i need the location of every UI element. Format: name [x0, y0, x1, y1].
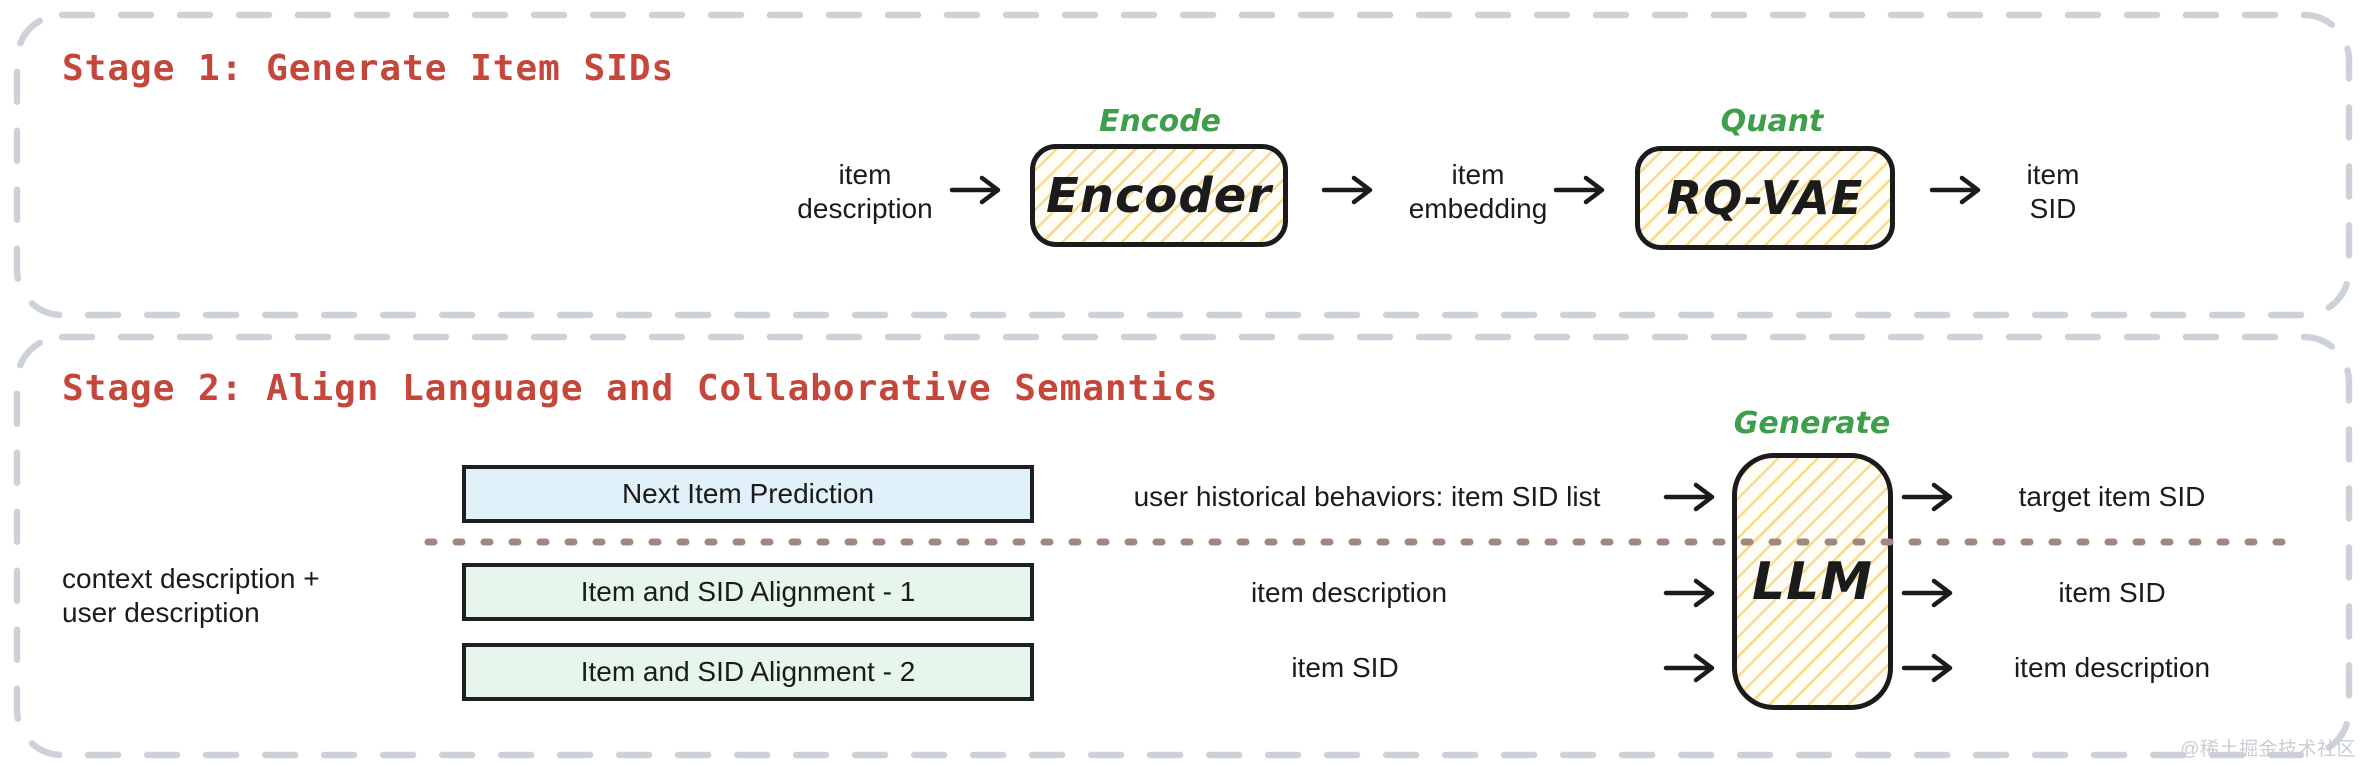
arrow-right-icon	[1321, 175, 1373, 205]
stage2-title: Stage 2: Align Language and Collaborativ…	[62, 368, 1219, 409]
arrow-right-icon	[1901, 482, 1953, 512]
arrow-right-icon	[1901, 653, 1953, 683]
arrow-right-icon	[1929, 175, 1981, 205]
arrow-right-icon	[1663, 578, 1715, 608]
encoder-node: Encoder	[1030, 144, 1288, 247]
arrow-right-icon	[1901, 578, 1953, 608]
stage1-title: Stage 1: Generate Item SIDs	[62, 48, 675, 89]
llm-output-label-row1: target item SID	[2018, 481, 2206, 512]
task-label: Item and SID Alignment - 2	[580, 656, 916, 687]
llm-node: LLM	[1732, 453, 1893, 710]
item-embedding-label: item embedding	[1408, 159, 1548, 224]
llm-input-label-row2: item description	[1250, 577, 1448, 608]
task-item-sid-alignment-2: Item and SID Alignment - 2	[462, 643, 1034, 701]
llm-output-label-row2: item SID	[2058, 577, 2166, 608]
llm-input-label-row3: item SID	[1291, 652, 1399, 683]
rqvae-node: RQ-VAE	[1635, 146, 1895, 250]
task-label: Item and SID Alignment - 1	[580, 576, 916, 607]
arrow-right-icon	[1663, 482, 1715, 512]
quant-step-label: Quant	[1720, 104, 1824, 139]
encoder-node-label: Encoder	[1046, 167, 1272, 224]
task-label: Next Item Prediction	[621, 478, 875, 509]
context-description-label: context description + user description	[62, 563, 320, 628]
stage1-panel-border	[13, 11, 2353, 319]
llm-node-label: LLM	[1751, 551, 1873, 612]
llm-output-label-row3: item description	[2013, 652, 2211, 683]
llm-input-label-row1: user historical behaviors: item SID list	[1133, 481, 1601, 512]
item-description-input-label: item description	[797, 159, 933, 224]
arrow-right-icon	[1663, 653, 1715, 683]
encode-step-label: Encode	[1098, 104, 1222, 139]
rqvae-node-label: RQ-VAE	[1666, 171, 1864, 225]
item-sid-output-label: item SID	[2026, 159, 2080, 224]
dotted-divider-line	[424, 538, 2286, 546]
generate-step-label: Generate	[1733, 406, 1891, 441]
watermark: @稀土掘金技术社区	[2180, 739, 2356, 760]
task-next-item-prediction: Next Item Prediction	[462, 465, 1034, 523]
arrow-right-icon	[949, 175, 1001, 205]
arrow-right-icon	[1553, 175, 1605, 205]
task-item-sid-alignment-1: Item and SID Alignment - 1	[462, 563, 1034, 621]
stage2-panel-border	[13, 333, 2353, 759]
